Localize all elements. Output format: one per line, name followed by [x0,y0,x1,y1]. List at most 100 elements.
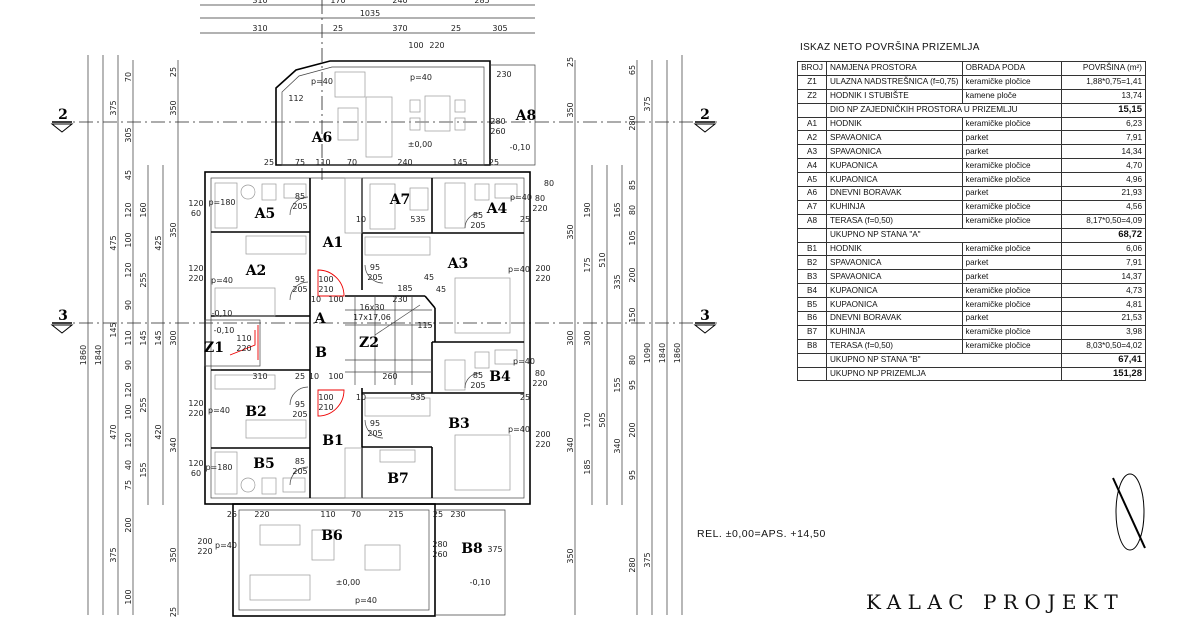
dimension-label: 112 [288,94,303,103]
dimension-label: 25 [169,607,178,617]
dimension-label: -0,10 [212,309,233,318]
dimension-label: 310 [252,24,267,33]
cell-name: SPAVAONICA [826,255,963,271]
dimension-label: 205 [292,285,307,294]
cell-floor: keramičke pločice [961,158,1062,174]
dimension-label: 70 [351,510,361,519]
dimension-label: 80 [628,205,637,215]
dimension-label: 120 [124,432,133,447]
dimension-label: 80 [544,179,554,188]
dimension-label: 170 [583,412,592,427]
dimension-label: 535 [410,393,425,402]
cell-area: 6,23 [1060,116,1147,132]
stair-label: 17x17,06 [353,313,391,322]
dimension-label: 185 [583,459,592,474]
dimension-label: 215 [388,510,403,519]
dimension-label: 375 [643,552,652,567]
dimension-label: 475 [109,235,118,250]
dimension-label: 25 [520,393,530,402]
cell-name: UKUPNO NP PRIZEMLJA [826,366,1062,382]
dimension-label: 205 [292,467,307,476]
dimension-label: 285 [474,0,489,5]
dimension-label: 220 [254,510,269,519]
dimension-label: 95 [628,470,637,480]
dimension-label: 85 [628,180,637,190]
level-mark: -0,10 [214,326,235,335]
dimension-label: 230 [450,510,465,519]
room-label: B4 [489,369,511,385]
cell-empty [797,227,827,243]
cell-id: B3 [797,269,827,285]
cell-area: 1,88*0,75=1,41 [1060,74,1147,90]
dimension-label: 255 [139,397,148,412]
dimension-label: 100 [328,372,343,381]
cell-id: A4 [797,158,827,174]
room-label: A7 [389,192,411,208]
dimension-label: 100 [318,275,333,284]
dimension-label: 305 [492,24,507,33]
dimension-label: 200 [197,537,212,546]
dimension-label: 350 [169,222,178,237]
dimension-label: 185 [397,284,412,293]
dimension-label: 350 [566,224,575,239]
dimension-label: 200 [628,422,637,437]
dimension-label: 220 [188,409,203,418]
cell-id: A8 [797,213,827,229]
dimension-label: 100 [328,295,343,304]
dimension-label: 340 [169,437,178,452]
cell-id: A6 [797,186,827,201]
dimension-label: 255 [139,272,148,287]
wall-b6-outer [232,503,436,617]
dimension-label: 170 [330,0,345,5]
dimension-label: 85 [295,457,305,466]
section-marker-right-2 [693,121,717,133]
cell-area: 21,53 [1060,311,1147,326]
dimension-label: 25 [433,510,443,519]
dimension-label: 350 [566,548,575,563]
dimension-label: 260 [432,550,447,559]
dimension-label: 350 [169,547,178,562]
level-mark: ±0,00 [408,140,433,149]
cell-id: B4 [797,283,827,299]
dimension-label: 90 [124,360,133,370]
dimension-label: 220 [188,274,203,283]
cell-id: A5 [797,172,827,188]
header-namjena: NAMJENA PROSTORA [826,61,963,76]
dimension-label: 310 [252,372,267,381]
dimension-label: 210 [318,403,333,412]
dimension-label: 25 [227,510,237,519]
room-label: A2 [245,263,267,279]
section-label: 3 [58,308,68,324]
cell-name: HODNIK I STUBIŠTE [826,88,963,104]
dimension-label: 200 [124,517,133,532]
dimension-label: 230 [392,295,407,304]
dimension-label: 165 [613,202,622,217]
door-swings [289,196,481,486]
cell-id: A7 [797,199,827,215]
section-label: 2 [58,107,68,123]
dimension-label: 340 [566,437,575,452]
dimension-label: 85 [473,371,483,380]
header-broj: BROJ [797,61,827,76]
cell-name: KUPAONICA [826,158,963,174]
dimension-label: 90 [124,300,133,310]
room-label: B6 [321,528,343,544]
dimension-label: 120 [188,459,203,468]
cell-area: 151,28 [1060,366,1147,382]
terrace-b8-outline [435,509,506,616]
wall-b6-inner [238,509,430,611]
dimension-label: p=40 [508,425,530,434]
cell-floor: keramičke pločice [961,74,1062,90]
header-obrada: OBRADA PODA [961,61,1062,76]
dimension-label: 420 [154,424,163,439]
dimension-label: 240 [397,158,412,167]
dimension-label: 220 [197,547,212,556]
cell-area: 67,41 [1060,352,1147,368]
cell-floor: parket [961,255,1062,271]
